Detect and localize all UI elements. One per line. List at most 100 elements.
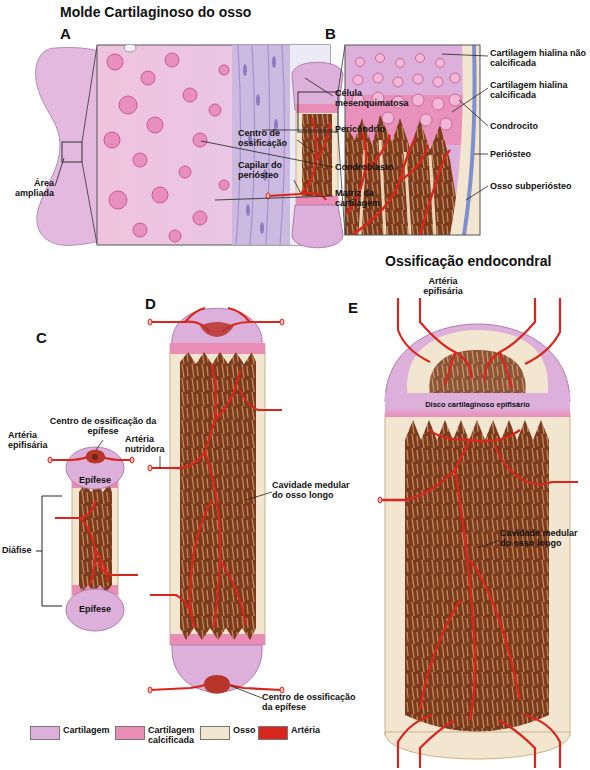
calcified-band	[296, 104, 338, 113]
leader-line	[160, 456, 161, 468]
leader-line	[297, 140, 314, 152]
epiphysis-cartilage: Epífese	[65, 446, 125, 490]
panel-letter: E	[348, 300, 370, 317]
node-shape	[66, 589, 124, 631]
chondrocyte	[449, 94, 461, 106]
legend-swatch	[258, 726, 288, 740]
zoom-square	[62, 142, 82, 162]
diaphysis-bone	[385, 413, 570, 735]
ossification-center	[204, 675, 230, 694]
chondroblast	[133, 223, 147, 237]
nutrient-artery	[150, 365, 246, 628]
chondrocyte	[393, 77, 403, 87]
fibroblast	[260, 222, 264, 234]
panel-letter: B	[325, 26, 347, 43]
panel-c-art	[36, 475, 138, 606]
panel-a-art	[36, 44, 330, 245]
epiphysis-cartilage	[385, 324, 570, 402]
periosteum	[464, 45, 475, 235]
part-label: Cartilagem hialina não calcificada	[490, 48, 587, 68]
part-label: Artéria nutridora	[125, 434, 171, 454]
chondroblast	[165, 53, 179, 67]
leader-lines	[55, 54, 500, 698]
chondroblast	[179, 166, 191, 178]
legend-item: Cartilagem	[30, 726, 109, 740]
part-label: Pericôndrio	[335, 124, 425, 134]
leader-line	[294, 180, 300, 192]
chondrocyte	[420, 114, 432, 126]
nutrient-artery	[380, 430, 520, 720]
node-shape	[66, 447, 124, 489]
part-label: Periósteo	[490, 149, 587, 159]
panel-letter: A	[60, 26, 82, 43]
periosteal-artery	[495, 445, 578, 484]
chondrocyte	[382, 112, 394, 124]
chondroblast	[141, 71, 155, 85]
chondrocyte	[416, 54, 425, 63]
part-label: Condroblasto	[335, 162, 425, 172]
chondrocyte	[353, 75, 363, 85]
leader-line	[231, 686, 262, 698]
leader-line	[246, 492, 272, 500]
calcified-band	[170, 343, 265, 354]
calcified-band	[296, 196, 338, 205]
vessel-end	[280, 319, 284, 325]
periosteal-artery	[150, 390, 282, 612]
epiphysis-cartilage	[172, 308, 262, 345]
legend-text: Osso	[233, 726, 256, 736]
node-text: Disco cartilaginoso epifisário	[425, 401, 530, 409]
vessel-end	[148, 465, 152, 471]
part-label: Área ampliada	[2, 178, 54, 198]
legend-item: Osso	[200, 726, 256, 740]
leader-line	[305, 78, 333, 96]
part-label: Cavidade medular do osso longo	[272, 480, 360, 500]
chondroblast	[147, 117, 163, 133]
panel-letter: D	[145, 296, 167, 313]
fibroblast	[272, 56, 276, 68]
chondrocyte	[433, 77, 443, 87]
leader-line	[478, 540, 500, 548]
legend-text: Artéria	[291, 726, 320, 736]
leader-line	[459, 100, 488, 126]
legend-swatch	[115, 726, 145, 740]
diaphysis-bone	[72, 475, 118, 600]
vessel-end	[378, 497, 382, 503]
chondrocyte	[436, 59, 445, 68]
chondrocyte	[373, 73, 383, 83]
legend-swatch	[200, 726, 230, 740]
part-label: Capilar do periósteo	[238, 160, 294, 180]
panel-letter: C	[36, 330, 58, 347]
part-label: Osso subperiósteo	[490, 181, 587, 191]
chondroblast	[104, 132, 120, 148]
subperiosteal-bone	[450, 45, 480, 235]
part-label: Diáfise	[2, 545, 40, 555]
part-label: Centro de ossificação	[238, 128, 296, 148]
chondrocyte	[356, 58, 365, 67]
chondrocyte	[376, 54, 385, 63]
chondroblast	[107, 54, 123, 70]
legend-text: Cartilagem	[63, 726, 109, 736]
chondrocytes	[352, 54, 461, 131]
chondrocyte	[396, 59, 405, 68]
chondroblast	[152, 187, 168, 203]
chondrocyte	[432, 98, 444, 110]
chondroblast	[219, 180, 229, 190]
part-label: Centro de ossificação da epífese	[48, 416, 158, 436]
legend-text: Cartilagem calcificada	[148, 726, 194, 746]
panel-d-art	[148, 308, 284, 694]
bone-end	[385, 732, 570, 759]
fibroblast	[246, 204, 250, 216]
chondrocyte	[440, 118, 452, 130]
part-label: Centro de ossificação da epífese	[262, 692, 357, 712]
chondroblast	[193, 211, 207, 225]
figure-title: Molde Cartilaginoso do osso	[60, 4, 251, 20]
bone-bottom-cartilage	[292, 205, 343, 248]
chondrocyte	[413, 74, 423, 84]
panel-c-epiphysis-art	[48, 450, 134, 464]
metaphyseal-arteries	[398, 715, 560, 768]
part-label: Célula mesenquimatosa	[335, 88, 425, 108]
panel-b-art	[266, 45, 480, 248]
